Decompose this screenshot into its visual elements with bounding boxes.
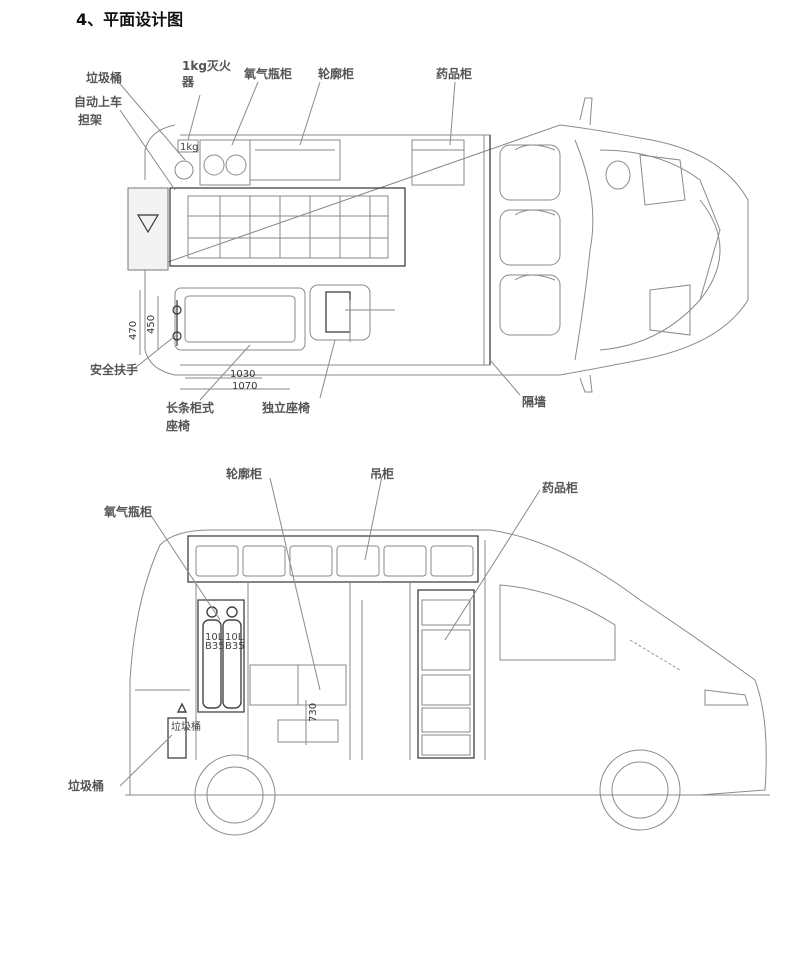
side-body-outline — [129, 529, 767, 796]
dim-1070: 1070 — [232, 381, 257, 392]
front-wheel — [599, 749, 681, 831]
bench-seat — [174, 287, 306, 351]
label-stretcher-rack-2: 担架 — [78, 112, 102, 127]
label-trash-bin-side: 垃圾桶 — [68, 778, 104, 793]
oxygen-cylinder-2 — [222, 619, 242, 709]
dim-1030: 1030 — [230, 369, 255, 380]
label-extinguisher-2: 器 — [181, 75, 195, 89]
dim-450: 450 — [146, 315, 157, 334]
medicine-drawers — [421, 599, 471, 756]
label-stretcher-rack-1: 自动上车 — [74, 94, 122, 109]
label-oxygen-cabinet-side: 氧气瓶柜 — [103, 504, 152, 519]
tank-code-1: B35 — [205, 641, 225, 652]
page-title: 4、平面设计图 — [76, 10, 184, 29]
label-partition: 隔墙 — [522, 394, 546, 409]
extinguisher-top — [174, 160, 194, 180]
label-bench-1: 长条柜式 — [166, 400, 214, 415]
mirror-top — [579, 97, 593, 126]
dimension-lines — [139, 290, 290, 390]
oxygen-cabinet-side — [197, 599, 245, 713]
label-trash-bin: 垃圾桶 — [86, 70, 122, 85]
windshield-right — [649, 284, 691, 336]
medicine-cabinet-side — [417, 589, 475, 759]
label-handrail: 安全扶手 — [90, 362, 138, 377]
bin-text: 垃圾桶 — [171, 720, 201, 733]
extinguisher-tag: 1kg — [180, 142, 199, 153]
handrail-markers — [172, 300, 182, 346]
tank-code-2: B35 — [225, 641, 245, 652]
trash-bin-side — [167, 717, 187, 759]
label-medicine-cabinet: 药品柜 — [436, 66, 472, 81]
interior-posts — [195, 582, 411, 760]
label-single-seat: 独立座椅 — [261, 400, 310, 415]
hood-outline — [599, 149, 721, 351]
wheel-arch-cabinet-top — [249, 139, 341, 181]
oxygen-cylinder-1 — [202, 619, 222, 709]
seat-backs — [514, 144, 556, 281]
oxygen-tank-2 — [225, 154, 247, 176]
oxygen-cabinet-top — [199, 139, 251, 186]
rear-wheel — [194, 754, 276, 836]
side-view: 10L 10L B35 B35 730 — [68, 466, 770, 836]
label-oxygen-cabinet: 氧气瓶柜 — [243, 66, 292, 81]
side-ground-line — [125, 689, 770, 796]
label-bench-2: 座椅 — [165, 418, 190, 433]
single-seat — [309, 284, 371, 341]
wheel-arch-lower — [277, 719, 339, 743]
extinguisher-side-icon — [176, 702, 188, 713]
medicine-cabinet-top — [411, 139, 465, 186]
stretcher — [169, 187, 406, 267]
label-medicine-cabinet-side: 药品柜 — [542, 480, 578, 495]
top-leader-lines — [114, 77, 521, 401]
stretcher-grid — [188, 196, 388, 258]
oxygen-tank-1 — [203, 154, 225, 176]
windshield-left — [639, 154, 686, 206]
label-extinguisher-1: 1kg灭火 — [182, 59, 232, 73]
tank-volume-1: 10L — [205, 632, 224, 643]
mirror-bottom — [579, 374, 593, 393]
tank-volume-2: 10L — [225, 632, 244, 643]
side-leader-lines — [119, 475, 541, 787]
stretcher-arrow-icon — [136, 214, 160, 234]
grille — [699, 199, 721, 301]
dashboard-curve — [574, 139, 594, 361]
headlight — [704, 689, 749, 706]
label-wheel-arch-cabinet: 轮廓柜 — [318, 66, 354, 81]
front-seat-1 — [499, 144, 561, 201]
hanging-cabinet — [187, 535, 479, 583]
stretcher-inner — [187, 195, 389, 259]
front-seat-2 — [499, 209, 561, 266]
rear-stretcher-plate — [127, 187, 169, 271]
top-body-outline — [144, 124, 749, 376]
single-seat-frame — [325, 291, 351, 333]
dim-730: 730 — [308, 703, 319, 722]
label-wheel-arch-cabinet-side: 轮廓柜 — [226, 466, 262, 481]
hanging-cabinet-doors — [195, 545, 474, 577]
top-view: 1kg 470 450 1030 1070 — [74, 59, 749, 433]
steering-wheel — [605, 160, 631, 190]
front-seat-3 — [499, 274, 561, 336]
side-window — [499, 584, 616, 661]
top-inner-outline — [180, 134, 491, 366]
dim-470: 470 — [128, 321, 139, 340]
label-hanging-cabinet: 吊柜 — [370, 466, 394, 481]
